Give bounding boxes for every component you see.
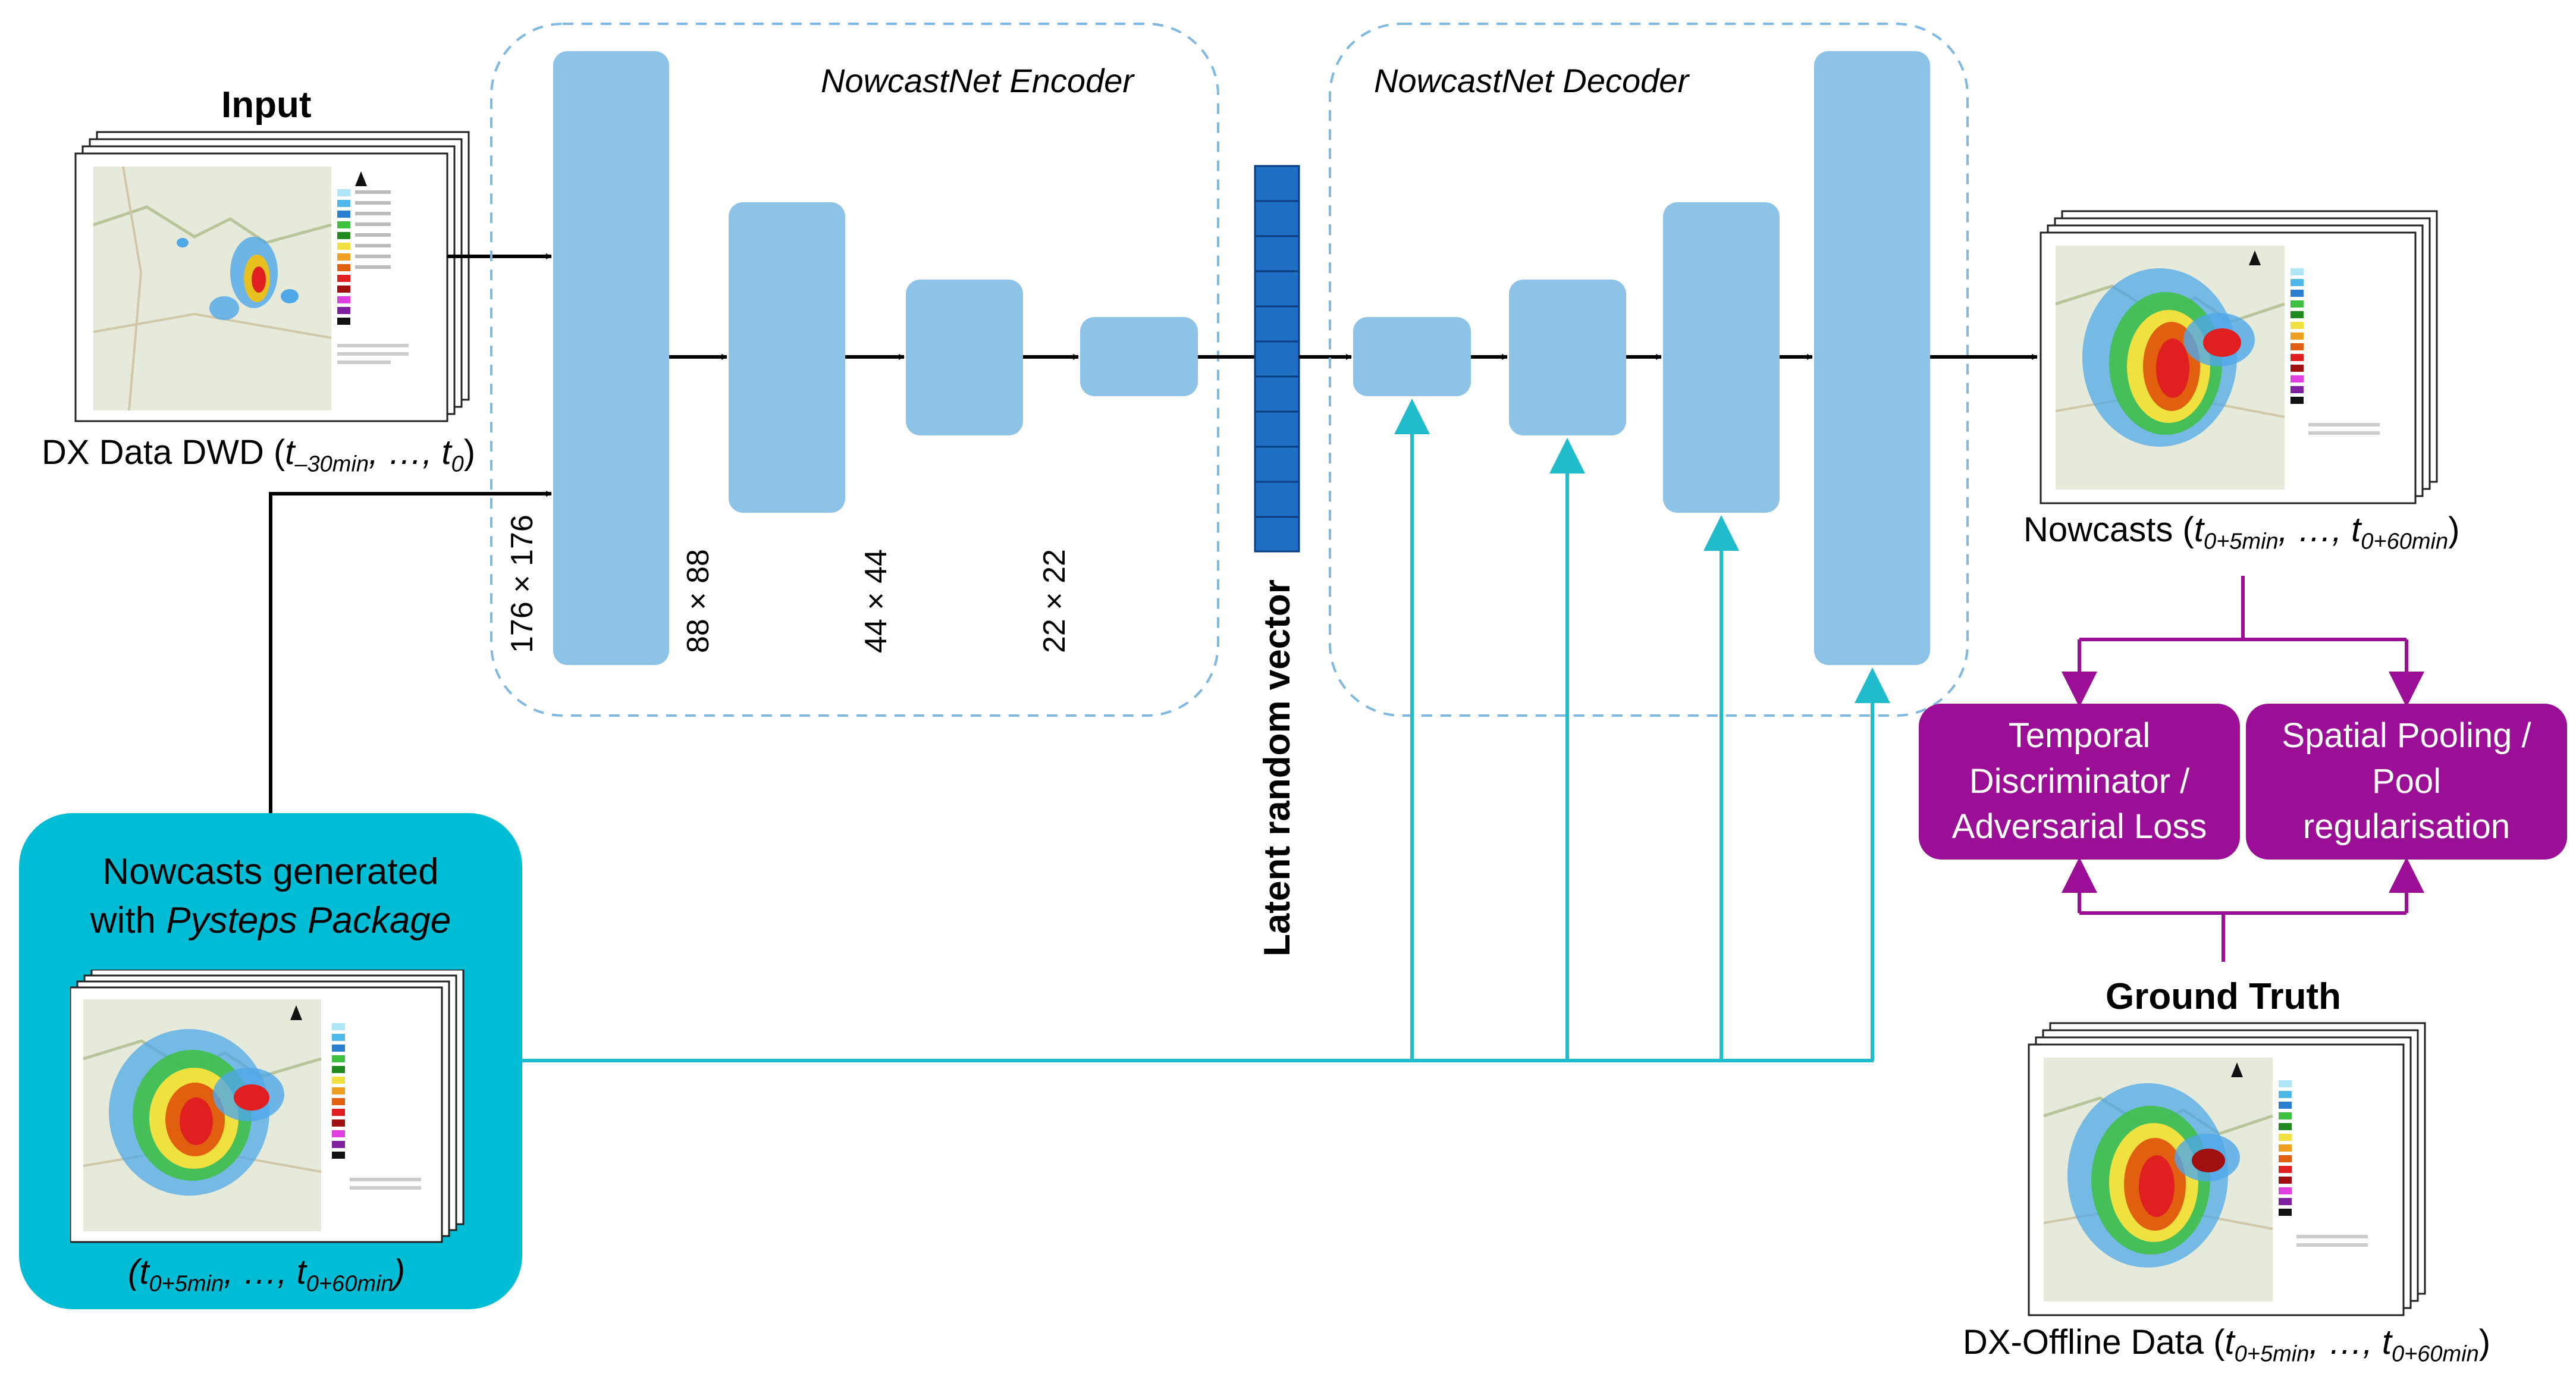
pysteps-precip-blobs	[109, 1029, 284, 1196]
dim-label-44: 44 × 44	[859, 549, 893, 653]
loss-connectors	[2062, 576, 2424, 962]
encoder-title: NowcastNet Encoder	[821, 62, 1134, 99]
pysteps-map-stack	[70, 970, 465, 1243]
spatial-pooling-box: Spatial Pooling / Pool regularisation	[2246, 704, 2567, 860]
encoder-block-88	[729, 202, 845, 513]
latent-label: Latent random vector	[1257, 579, 1298, 956]
ground-truth-legend	[2231, 1062, 2368, 1247]
input-map-stack	[74, 131, 470, 422]
output-legend	[2249, 250, 2380, 435]
input-title: Input	[221, 84, 312, 126]
pysteps-title-line2: with Pysteps Package	[90, 900, 451, 942]
spatial-line2: Pool	[2371, 761, 2442, 801]
encoder-block-176	[553, 51, 669, 665]
spatial-line3: regularisation	[2302, 807, 2511, 846]
input-precip-blobs	[177, 237, 299, 320]
spatial-line1: Spatial Pooling /	[2282, 716, 2531, 755]
temporal-line3: Adversarial Loss	[1951, 807, 2207, 846]
encoder-block-22	[1080, 317, 1198, 396]
ground-truth-precip-blobs	[2067, 1083, 2240, 1268]
pysteps-title: Nowcasts generated with Pysteps Package	[24, 848, 517, 946]
pysteps-conditioning-lines	[522, 399, 1890, 1062]
decoder-block-88	[1663, 202, 1780, 513]
input-legend	[337, 171, 409, 364]
ground-truth-map-stack	[2028, 1022, 2426, 1316]
decoder-title: NowcastNet Decoder	[1374, 62, 1689, 99]
encoder-block-44	[906, 280, 1023, 435]
decoder-block-44	[1509, 280, 1626, 435]
ground-truth-title: Ground Truth	[2106, 976, 2342, 1017]
dim-label-176: 176 × 176	[505, 515, 539, 653]
pysteps-to-encoder-arrow	[269, 491, 552, 815]
decoder-block-22	[1353, 317, 1471, 396]
dim-label-22: 22 × 22	[1037, 549, 1072, 653]
output-precip-blobs	[2082, 268, 2255, 447]
latent-random-vector	[1254, 165, 1300, 553]
pysteps-legend	[290, 1005, 421, 1190]
input-caption: DX Data DWD (t–30min, …, t0)	[42, 433, 476, 477]
output-caption: Nowcasts (t0+5min, …, t0+60min)	[2023, 510, 2460, 554]
output-map-stack	[2040, 210, 2438, 504]
temporal-discriminator-box: Temporal Discriminator / Adversarial Los…	[1919, 704, 2240, 860]
temporal-line1: Temporal	[2008, 716, 2151, 755]
pysteps-title-line1: Nowcasts generated	[102, 851, 439, 892]
decoder-dashed-box	[1329, 23, 1969, 717]
dim-label-88: 88 × 88	[681, 549, 716, 653]
decoder-block-176	[1814, 51, 1930, 665]
encoder-dashed-box	[490, 23, 1219, 717]
ground-truth-caption: DX-Offline Data (t0+5min, …, t0+60min)	[1963, 1323, 2491, 1367]
pysteps-caption: (t0+5min, …, t0+60min)	[128, 1253, 405, 1297]
temporal-line2: Discriminator /	[1969, 761, 2190, 801]
